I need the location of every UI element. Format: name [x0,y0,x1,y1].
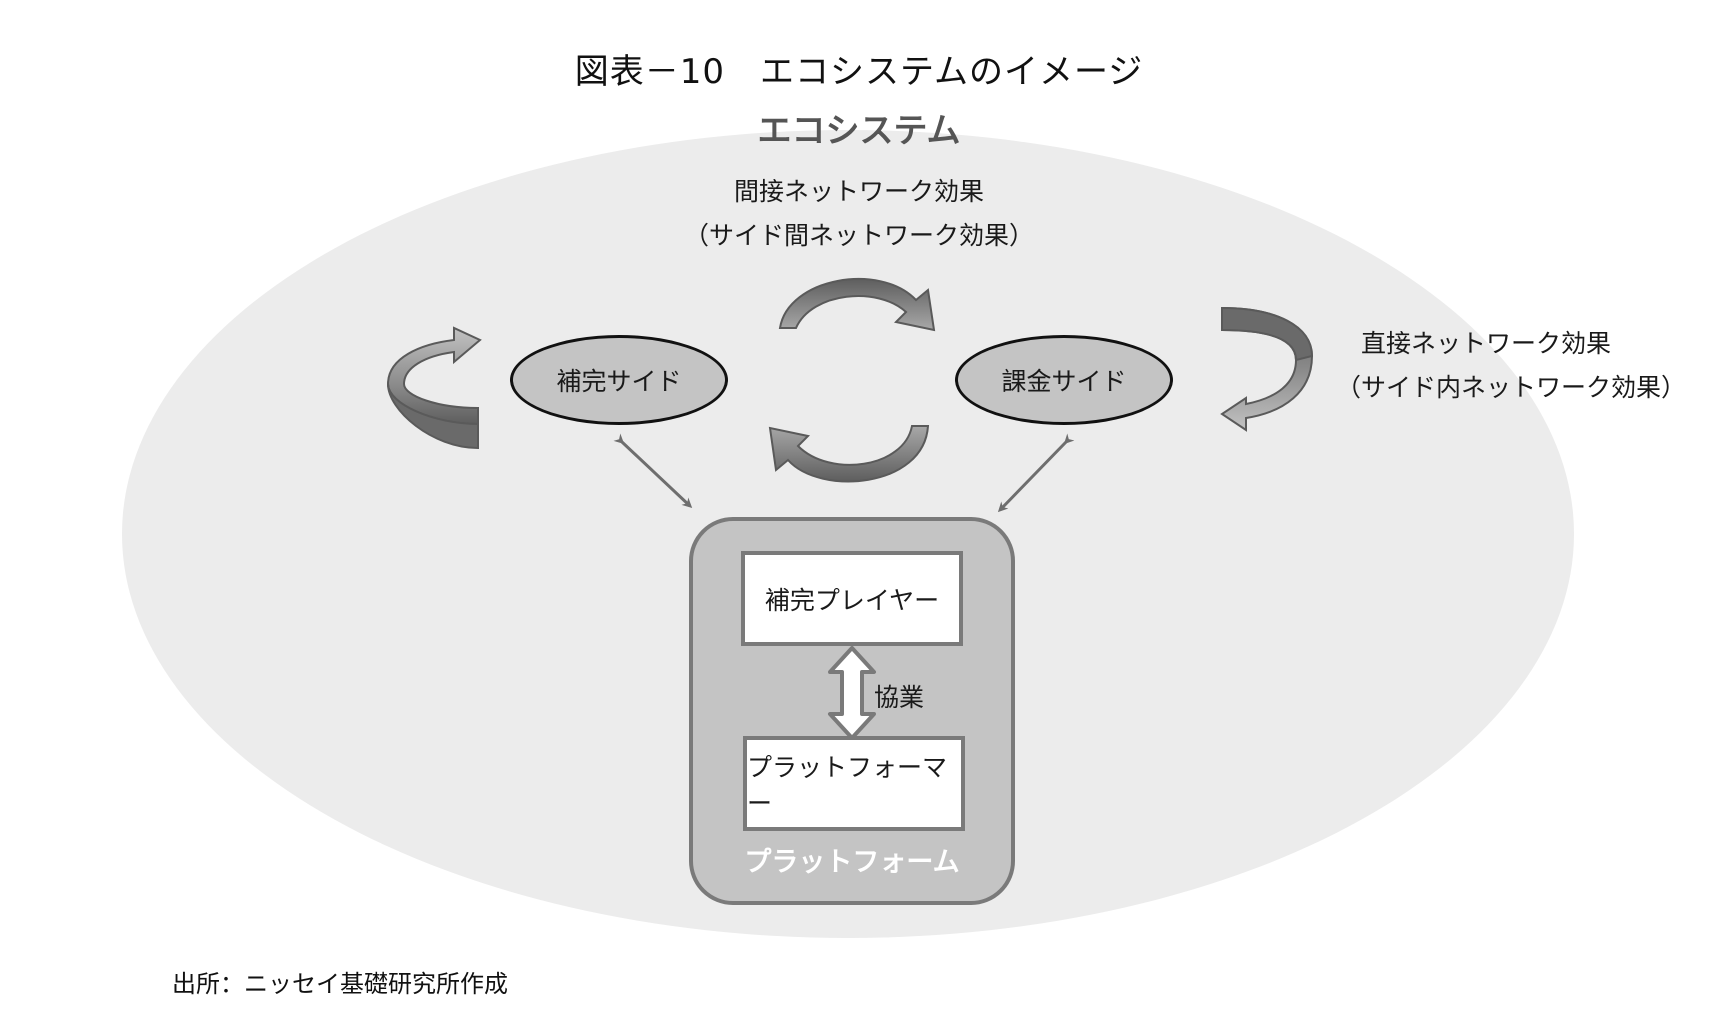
complement-player-box: 補完プレイヤー [741,551,963,646]
collaboration-label: 協業 [874,683,925,712]
complement-side-oval: 補完サイド [510,335,728,425]
platformer-box: プラットフォーマー [743,736,965,831]
figure-title: 図表－10 エコシステムのイメージ [574,52,1144,92]
billing-platform-link-arrow [997,433,1075,513]
direct-effect-caption: 直接ネットワーク効果 （サイド内ネットワーク効果） [1336,322,1687,410]
platform-label: プラットフォーム [744,847,960,878]
complement-player-label: 補完プレイヤー [764,585,940,615]
indirect-effect-line2: （サイド間ネットワーク効果） [683,221,1034,250]
indirect-effect-top-arrow [778,278,936,332]
indirect-effect-bottom-arrow [768,425,930,483]
platformer-label: プラットフォーマー [747,752,948,818]
complement-side-label: 補完サイド [556,367,682,396]
direct-effect-right-arrow [1220,306,1314,432]
direct-effect-line2: （サイド内ネットワーク効果） [1336,373,1687,402]
indirect-effect-line1: 間接ネットワーク効果 [733,177,984,206]
indirect-effect-caption: 間接ネットワーク効果 （サイド間ネットワーク効果） [0,170,1718,258]
direct-effect-left-arrow [386,326,482,450]
collaboration-double-arrow [828,646,876,740]
ecosystem-label: エコシステム [757,111,961,151]
billing-side-oval: 課金サイド [955,335,1173,425]
billing-side-label: 課金サイド [1001,367,1127,396]
direct-effect-line1: 直接ネットワーク効果 [1360,329,1611,358]
source-note: 出所：ニッセイ基礎研究所作成 [172,970,508,998]
complement-platform-link-arrow [613,433,693,509]
